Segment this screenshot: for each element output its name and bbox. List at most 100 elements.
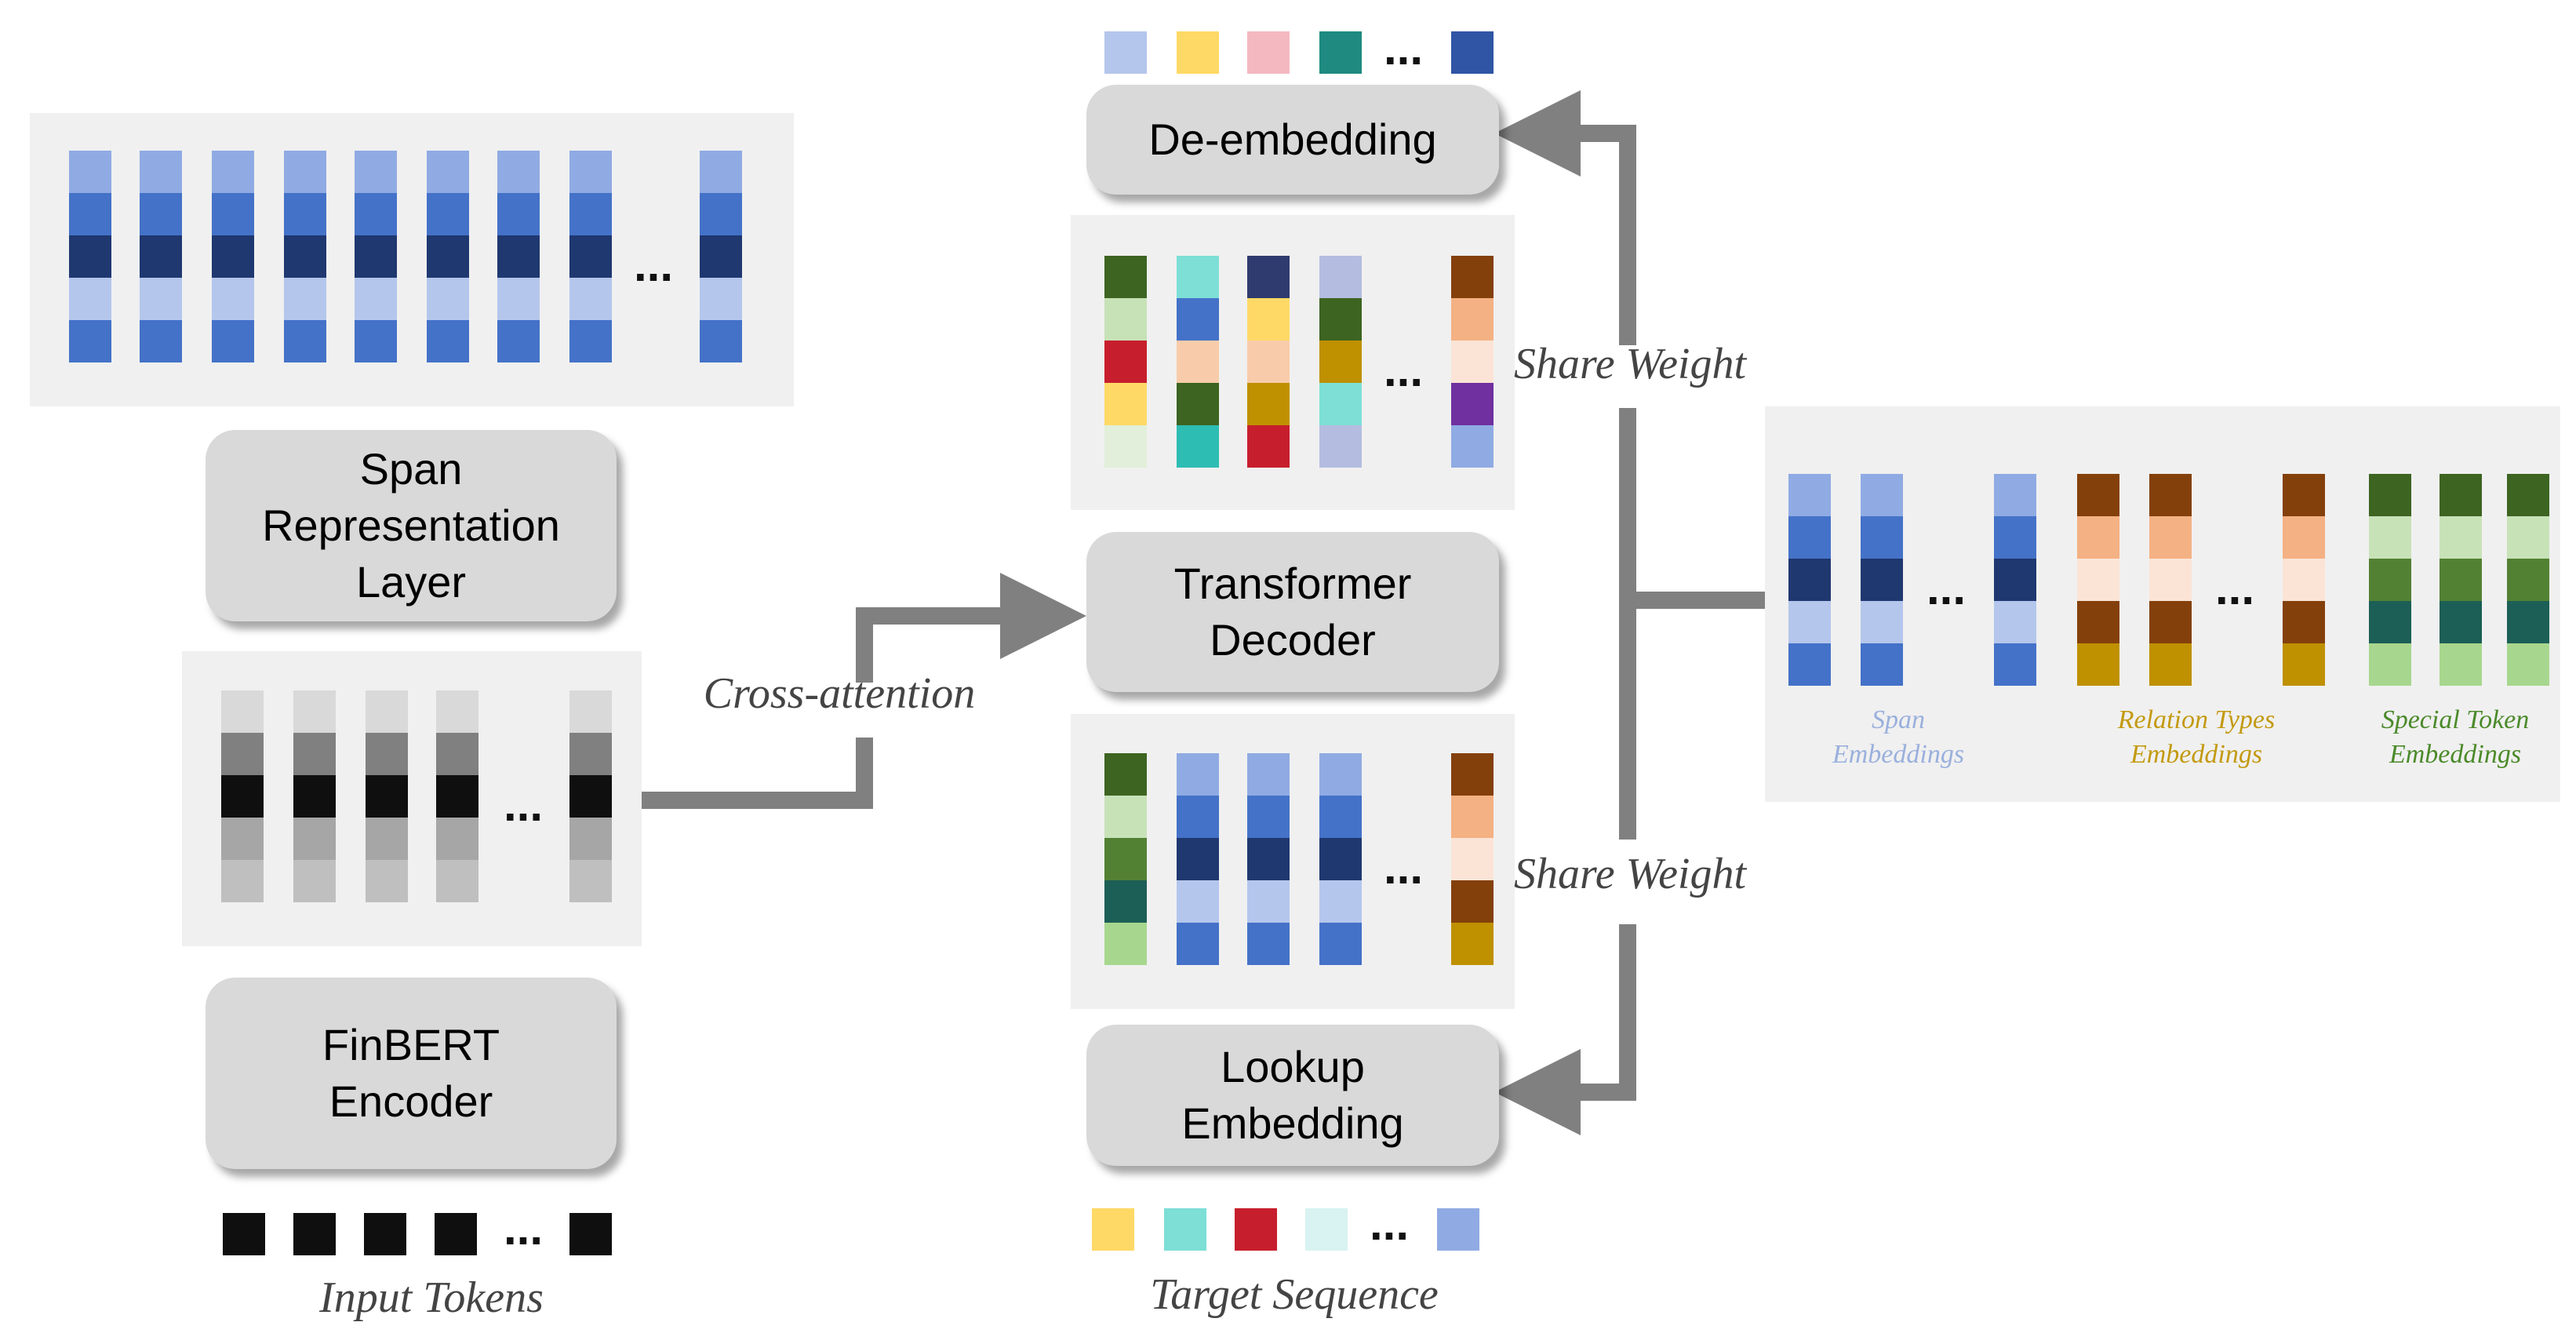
decoder-output-vector-cell	[1177, 341, 1219, 383]
decoder-input-vector-cell	[1104, 753, 1147, 796]
decoder-input-vector-cell	[1247, 880, 1290, 923]
output-token	[1104, 31, 1147, 74]
encoder-hidden-vector-cell	[569, 860, 612, 902]
special-token-embedding-vector-cell	[2507, 516, 2549, 559]
relation-type-embedding-vector-cell	[2283, 474, 2325, 516]
span-representation-vector-cell	[355, 278, 397, 320]
span-representation-vector-cell	[497, 320, 540, 362]
decoder-output-vector-cell	[1104, 425, 1147, 468]
relation-type-embedding-vector-cell	[2149, 601, 2192, 643]
span-embedding-vector-cell	[1861, 474, 1903, 516]
special-token-embedding-vector-cell	[2369, 643, 2411, 686]
target-token	[1164, 1208, 1206, 1251]
output-token	[1319, 31, 1362, 74]
decoder-output-vector-cell	[1319, 256, 1362, 298]
encoder-hidden-vector-cell	[436, 860, 478, 902]
share-weight-bottom-arrow	[1494, 924, 1636, 1135]
lookup-embedding-box: Lookup Embedding	[1086, 1025, 1499, 1166]
span-representation-vector-cell	[140, 278, 182, 320]
span-representation-layer-box: Span Representation Layer	[206, 430, 617, 621]
encoder-hidden-vector-cell	[436, 690, 478, 733]
encoder-hidden-vector-cell	[569, 818, 612, 860]
relation-type-embedding-vector-cell	[2077, 601, 2119, 643]
decoder-input-vector-cell	[1177, 880, 1219, 923]
decoder-input-vector-cell	[1177, 753, 1219, 796]
special-token-embedding-vector-cell	[2369, 516, 2411, 559]
cross-attention-label: Cross-attention	[703, 669, 976, 718]
span-representation-vector-cell	[355, 235, 397, 278]
span-embedding-vector-cell	[1861, 559, 1903, 601]
encoder-hidden-vector-cell	[366, 818, 408, 860]
span-representation-vector-cell	[700, 193, 742, 235]
special-token-embedding-vector-cell	[2440, 643, 2482, 686]
decoder-input-vector-cell	[1177, 838, 1219, 880]
transformer-decoder-box: Transformer Decoder	[1086, 532, 1499, 692]
decoder-output-vector-cell	[1104, 256, 1147, 298]
special-token-embedding-vector-cell	[2440, 516, 2482, 559]
decoder-input-vector-cell	[1451, 796, 1494, 838]
span-representation-vector-cell	[69, 320, 111, 362]
input-token	[293, 1213, 336, 1255]
decoder-input-vector-cell	[1104, 923, 1147, 965]
output-token	[1451, 31, 1494, 74]
span-representation-vector-cell	[700, 235, 742, 278]
cross-attention-arrow	[642, 738, 873, 809]
relation-type-embedding-vector-cell	[2077, 643, 2119, 686]
relation-type-embedding-vector-cell	[2077, 516, 2119, 559]
span-embedding-vector-cell	[1788, 643, 1831, 686]
span-representation-vector-cell	[427, 320, 469, 362]
cross-attention-arrow-head	[856, 573, 1086, 683]
decoder-output-vector-cell	[1451, 341, 1494, 383]
encoder-hidden-vector-cell	[221, 775, 264, 818]
relation-embeddings-ellipsis: ...	[2215, 562, 2255, 614]
span-embedding-vector-cell	[1788, 559, 1831, 601]
target-token	[1235, 1208, 1277, 1251]
share-weight-top-label: Share Weight	[1514, 340, 1747, 388]
decoder-input-vector-cell	[1319, 923, 1362, 965]
span-representation-vector-cell	[427, 235, 469, 278]
relation-type-embedding-vector-cell	[2283, 516, 2325, 559]
decoder-input-vector-cell	[1319, 796, 1362, 838]
span-embedding-vector-cell	[1994, 643, 2036, 686]
span-representation-vector-cell	[497, 151, 540, 193]
share-weight-bottom-label: Share Weight	[1514, 850, 1747, 898]
decoder-input-vector-cell	[1177, 796, 1219, 838]
decoder-output-ellipsis: ...	[1384, 344, 1424, 396]
special-token-embedding-vector-cell	[2440, 601, 2482, 643]
span-representation-vector-cell	[569, 151, 612, 193]
target-token	[1437, 1208, 1479, 1251]
encoder-hidden-vector-cell	[436, 775, 478, 818]
relation-type-embedding-vector-cell	[2149, 559, 2192, 601]
span-representation-vector-cell	[284, 235, 326, 278]
span-representation-vector-cell	[284, 193, 326, 235]
span-embedding-vector-cell	[1994, 474, 2036, 516]
encoder-hidden-vector-cell	[569, 690, 612, 733]
span-representation-vector-cell	[140, 151, 182, 193]
special-token-embedding-vector-cell	[2369, 474, 2411, 516]
decoder-input-vector-cell	[1247, 753, 1290, 796]
target-token	[1092, 1208, 1134, 1251]
decoder-output-vector-cell	[1247, 298, 1290, 341]
span-representation-vector-cell	[700, 278, 742, 320]
decoder-input-vector-cell	[1104, 880, 1147, 923]
relation-type-embedding-vector-cell	[2077, 474, 2119, 516]
output-token	[1177, 31, 1219, 74]
span-representation-vector-cell	[212, 320, 254, 362]
relation-type-embedding-vector-cell	[2149, 474, 2192, 516]
special-token-embedding-vector-cell	[2507, 474, 2549, 516]
decoder-input-vector-cell	[1104, 838, 1147, 880]
encoder-hidden-vector-cell	[221, 690, 264, 733]
relation-type-embedding-vector-cell	[2283, 643, 2325, 686]
encoder-panel-ellipsis: ...	[504, 778, 544, 831]
span-representation-layer-label: Span Representation Layer	[262, 444, 560, 606]
relation-type-embedding-vector-cell	[2283, 601, 2325, 643]
encoder-hidden-vector-cell	[569, 775, 612, 818]
encoder-hidden-vector-cell	[569, 733, 612, 775]
decoder-input-vector-cell	[1451, 753, 1494, 796]
decoder-output-vector-cell	[1177, 256, 1219, 298]
decoder-output-vector-cell	[1319, 425, 1362, 468]
span-embedding-vector-cell	[1788, 516, 1831, 559]
encoder-hidden-vector-cell	[293, 860, 336, 902]
span-embeddings-ellipsis: ...	[1927, 562, 1967, 614]
decoder-output-vector-cell	[1451, 425, 1494, 468]
